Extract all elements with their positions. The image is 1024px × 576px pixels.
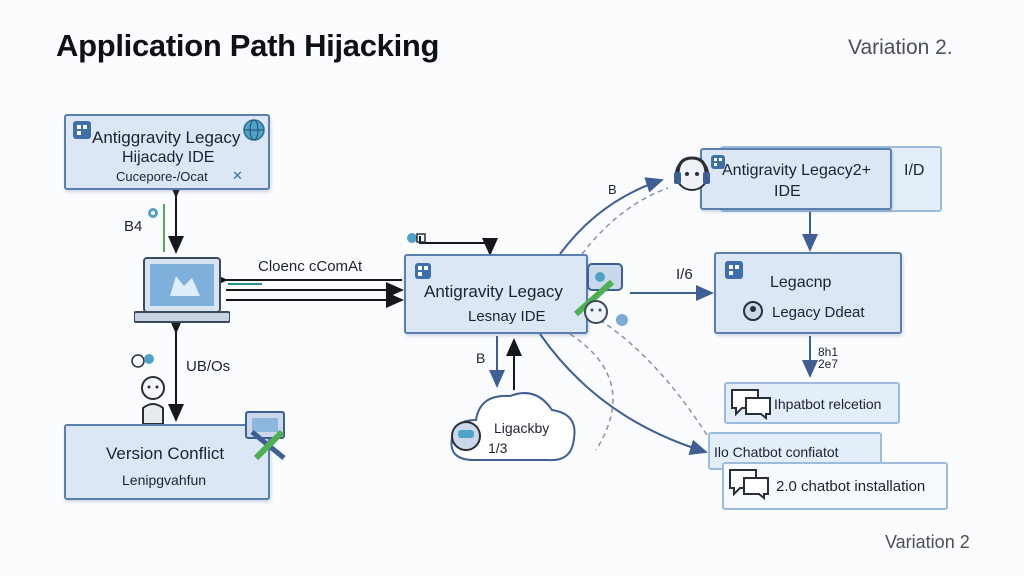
globe-icon: [406, 230, 426, 251]
arrow-above-center: [419, 236, 498, 256]
wrench-icon: [238, 408, 294, 469]
gear-icon: [146, 206, 160, 225]
node-right-mid: Legacnp Legacy Ddeat: [714, 252, 902, 334]
node-right-mid-line2: Legacy Ddeat: [772, 304, 865, 321]
cloud-icon: [444, 380, 584, 485]
dashed-center-chat2: [599, 319, 711, 441]
chat-row-1-label: Ihpatbot relcetion: [774, 396, 882, 412]
node-cloud-line1: Ligackby: [494, 420, 550, 436]
edge-label-center-right: I/6: [676, 266, 693, 283]
robot-icon: [572, 262, 634, 337]
node-top-left-line3: Cucepore-/Ocat: [116, 169, 208, 184]
avatar-icon: [742, 300, 764, 327]
variation-label-bottom: Variation 2: [885, 532, 970, 552]
node-center-line1: Antigravity Legacy: [424, 282, 563, 301]
edge-label-right-vertical: 8h1 2e7: [818, 345, 839, 371]
chat-row-2-label: Ilo Chatbot confiatot: [714, 444, 839, 460]
laptop-icon: [133, 256, 231, 331]
node-top-right: Antigravity Legacy2+ IDE: [700, 148, 892, 210]
node-center-line2: Lesnay IDE: [468, 308, 546, 325]
edge-label-laptop-center: Cloenc cComAt: [258, 258, 363, 275]
node-top-left: Antiggravity Legacy Hijacady IDE Cucepor…: [64, 114, 270, 190]
edge-label-left-upper: B4: [124, 218, 143, 235]
node-bottom-left-line1: Version Conflict: [106, 444, 225, 463]
node-bottom-left: Version Conflict Lenipgvahfun: [64, 424, 270, 500]
chat-bubble-icon: [728, 386, 774, 425]
settings-icon: [130, 350, 156, 377]
edge-label-top-arrow: B: [608, 182, 617, 197]
arrow-center-chat2: [539, 333, 708, 456]
app-icon: [724, 260, 744, 285]
page-title: Application Path Hijacking: [56, 28, 440, 63]
dashed-center-loop: [569, 333, 614, 451]
node-top-left-line2: Hijacady IDE: [122, 149, 215, 166]
globe-icon: [242, 118, 266, 147]
node-bottom-left-line2: Lenipgvahfun: [122, 472, 207, 488]
app-icon: [710, 154, 726, 175]
app-icon: [72, 120, 92, 145]
node-top-right-line2: IDE: [774, 183, 801, 200]
edge-label-left-lower: UB/Os: [186, 358, 231, 375]
node-center: Antigravity Legacy Lesnay IDE: [404, 254, 588, 334]
user-icon: [136, 374, 170, 431]
chat-row-3-label: 2.0 chatbot installation: [776, 478, 926, 495]
arrow-center-topright: [559, 177, 664, 255]
dashed-center-topright: [581, 187, 669, 255]
node-top-left-line1: Antiggravity Legacy: [92, 128, 241, 147]
headset-icon: [668, 152, 716, 207]
chat-bubble-icon: [726, 466, 772, 507]
node-cloud-line2: 1/3: [488, 440, 508, 456]
node-top-right-line1: Antigravity Legacy2+: [722, 162, 871, 179]
edge-label-center-down: B: [476, 350, 486, 366]
link-icon: ✕: [232, 168, 243, 183]
node-right-mid-line1: Legacnp: [770, 274, 832, 291]
app-icon: [414, 262, 432, 285]
variation-label-top: Variation 2.: [848, 36, 953, 59]
node-top-right-side: I/D: [904, 162, 925, 179]
